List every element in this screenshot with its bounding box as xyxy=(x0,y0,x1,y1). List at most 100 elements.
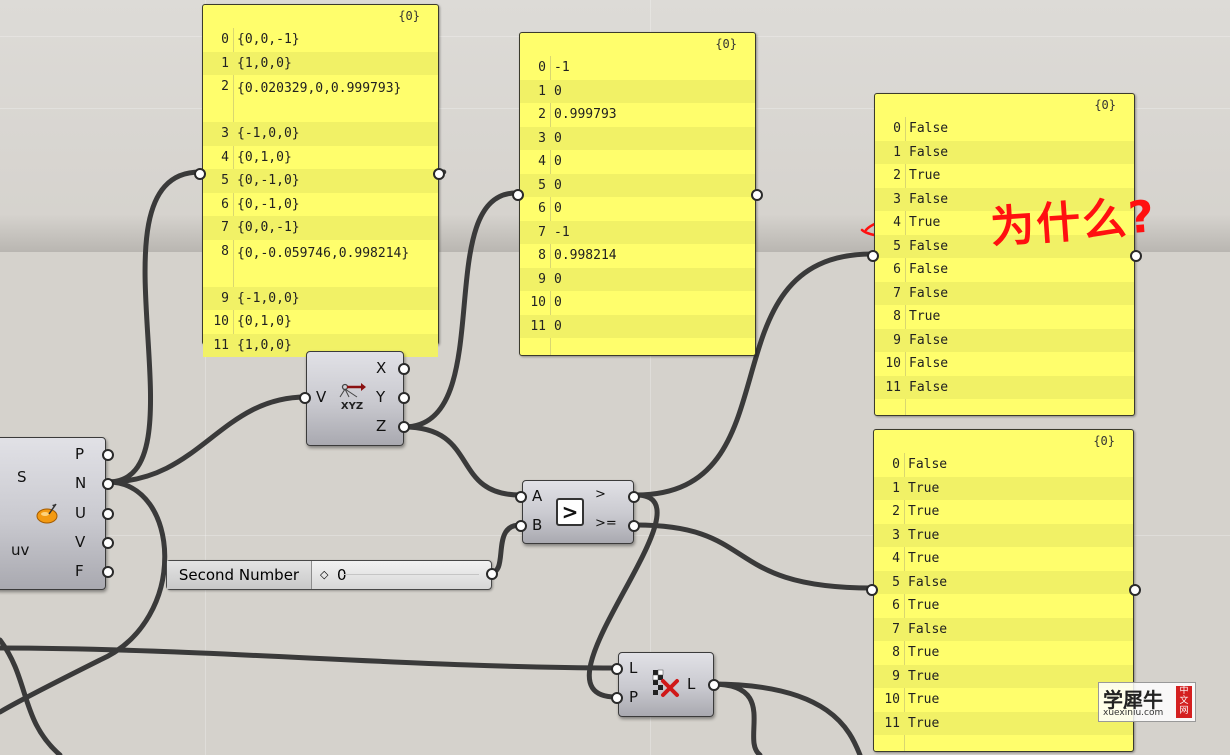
row-value: True xyxy=(908,551,940,566)
output-u-port[interactable] xyxy=(102,508,114,520)
slider-track[interactable] xyxy=(343,574,479,575)
output-gt-port[interactable] xyxy=(628,491,640,503)
row-index: 11 xyxy=(213,337,229,353)
row-index: 0 xyxy=(221,32,229,47)
row-index: 5 xyxy=(892,574,900,590)
row-index: 0 xyxy=(538,60,546,75)
output-f-port[interactable] xyxy=(102,566,114,578)
slider-diamond-icon: ◇ xyxy=(320,568,329,581)
panel-gt-output-port[interactable] xyxy=(1130,250,1142,262)
panel-path-label: {0} xyxy=(715,37,737,51)
panel-row: 0{0,0,-1} xyxy=(203,28,438,52)
panel-gt-input-port[interactable] xyxy=(867,250,879,262)
output-p-port[interactable] xyxy=(102,449,114,461)
panel-row: 5{0,-1,0} xyxy=(203,169,438,193)
output-gte-label: >= xyxy=(595,516,617,531)
row-index: 5 xyxy=(221,173,229,188)
row-index: 8 xyxy=(538,248,546,263)
row-value: {1,0,0} xyxy=(237,55,292,71)
input-b-label: B xyxy=(532,516,543,534)
panel-gte-output-port[interactable] xyxy=(1129,584,1141,596)
input-a-label: A xyxy=(532,487,543,505)
input-l-port[interactable] xyxy=(611,663,623,675)
output-l-port[interactable] xyxy=(708,679,720,691)
slider-output-port[interactable] xyxy=(486,568,498,580)
row-value: {0,0,-1} xyxy=(237,220,300,235)
row-index: 7 xyxy=(893,285,901,301)
output-n-label: N xyxy=(75,474,87,492)
panel-normal-vectors[interactable]: {0} 0{0,0,-1}1{1,0,0}2{0.020329,0,0.9997… xyxy=(202,4,439,357)
output-n-port[interactable] xyxy=(102,478,114,490)
panel-row: 1{1,0,0} xyxy=(203,51,438,75)
row-index: 4 xyxy=(893,215,901,230)
output-z-label: Z xyxy=(376,417,387,435)
row-value: False xyxy=(909,332,949,348)
panel-vectors-input-port[interactable] xyxy=(194,168,206,180)
row-index: 2 xyxy=(221,79,229,94)
output-x-port[interactable] xyxy=(398,363,410,375)
row-index: 2 xyxy=(893,168,901,183)
wire-left-loop xyxy=(0,637,63,755)
row-value: False xyxy=(909,238,949,254)
input-a-port[interactable] xyxy=(515,491,527,503)
second-number-slider[interactable]: Second Number ◇ 0 xyxy=(166,560,492,590)
input-p-label: P xyxy=(629,688,639,706)
row-index: 5 xyxy=(893,238,901,254)
row-value: False xyxy=(909,262,949,277)
row-value: False xyxy=(909,356,949,371)
annotation-text: 为什么? xyxy=(988,191,1158,254)
output-y-port[interactable] xyxy=(398,392,410,404)
panel-row: 4 True xyxy=(874,547,1133,571)
input-p-port[interactable] xyxy=(611,692,623,704)
wire-cull-out-2 xyxy=(709,681,863,755)
slider-name-label: Second Number xyxy=(167,561,312,589)
panel-z-input-port[interactable] xyxy=(512,189,524,201)
row-value: True xyxy=(908,598,940,613)
row-value: 0 xyxy=(554,295,562,310)
row-value: 0 xyxy=(554,201,562,216)
larger-than-component[interactable]: A B > >= > xyxy=(522,480,634,544)
panel-z-output-port[interactable] xyxy=(751,189,763,201)
deconstruct-vector-component[interactable]: V X Y Z XYZ xyxy=(306,351,404,446)
output-z-port[interactable] xyxy=(398,421,410,433)
deconstruct-vector-icon: XYZ xyxy=(339,383,366,412)
input-v-label: V xyxy=(316,388,327,406)
panel-gte-input-port[interactable] xyxy=(866,584,878,596)
grid-line xyxy=(205,0,206,755)
row-value: False xyxy=(908,457,948,472)
watermark-logo: 学犀牛 xuexiniu.com 中文网 xyxy=(1098,682,1196,722)
panel-row: 8{0,-0.059746,0.998214} xyxy=(203,240,438,287)
row-index: 3 xyxy=(892,527,900,543)
cull-pattern-component[interactable]: L P L xyxy=(618,652,714,717)
evaluate-surface-component[interactable]: S uv P N U V F xyxy=(0,437,106,590)
wire-list-to-cull xyxy=(0,645,619,671)
row-index: 9 xyxy=(221,290,229,306)
output-v-label: V xyxy=(75,533,86,551)
input-b-port[interactable] xyxy=(515,520,527,532)
panel-vectors-output-port[interactable] xyxy=(433,168,445,180)
row-index: 10 xyxy=(885,356,901,371)
watermark-badge: 中文网 xyxy=(1176,686,1192,718)
row-index: 3 xyxy=(538,130,546,146)
panel-row: 7{0,0,-1} xyxy=(203,216,438,240)
row-index: 4 xyxy=(892,551,900,566)
output-v-port[interactable] xyxy=(102,537,114,549)
row-index: 9 xyxy=(892,668,900,684)
input-v-port[interactable] xyxy=(299,392,311,404)
output-gte-port[interactable] xyxy=(628,520,640,532)
